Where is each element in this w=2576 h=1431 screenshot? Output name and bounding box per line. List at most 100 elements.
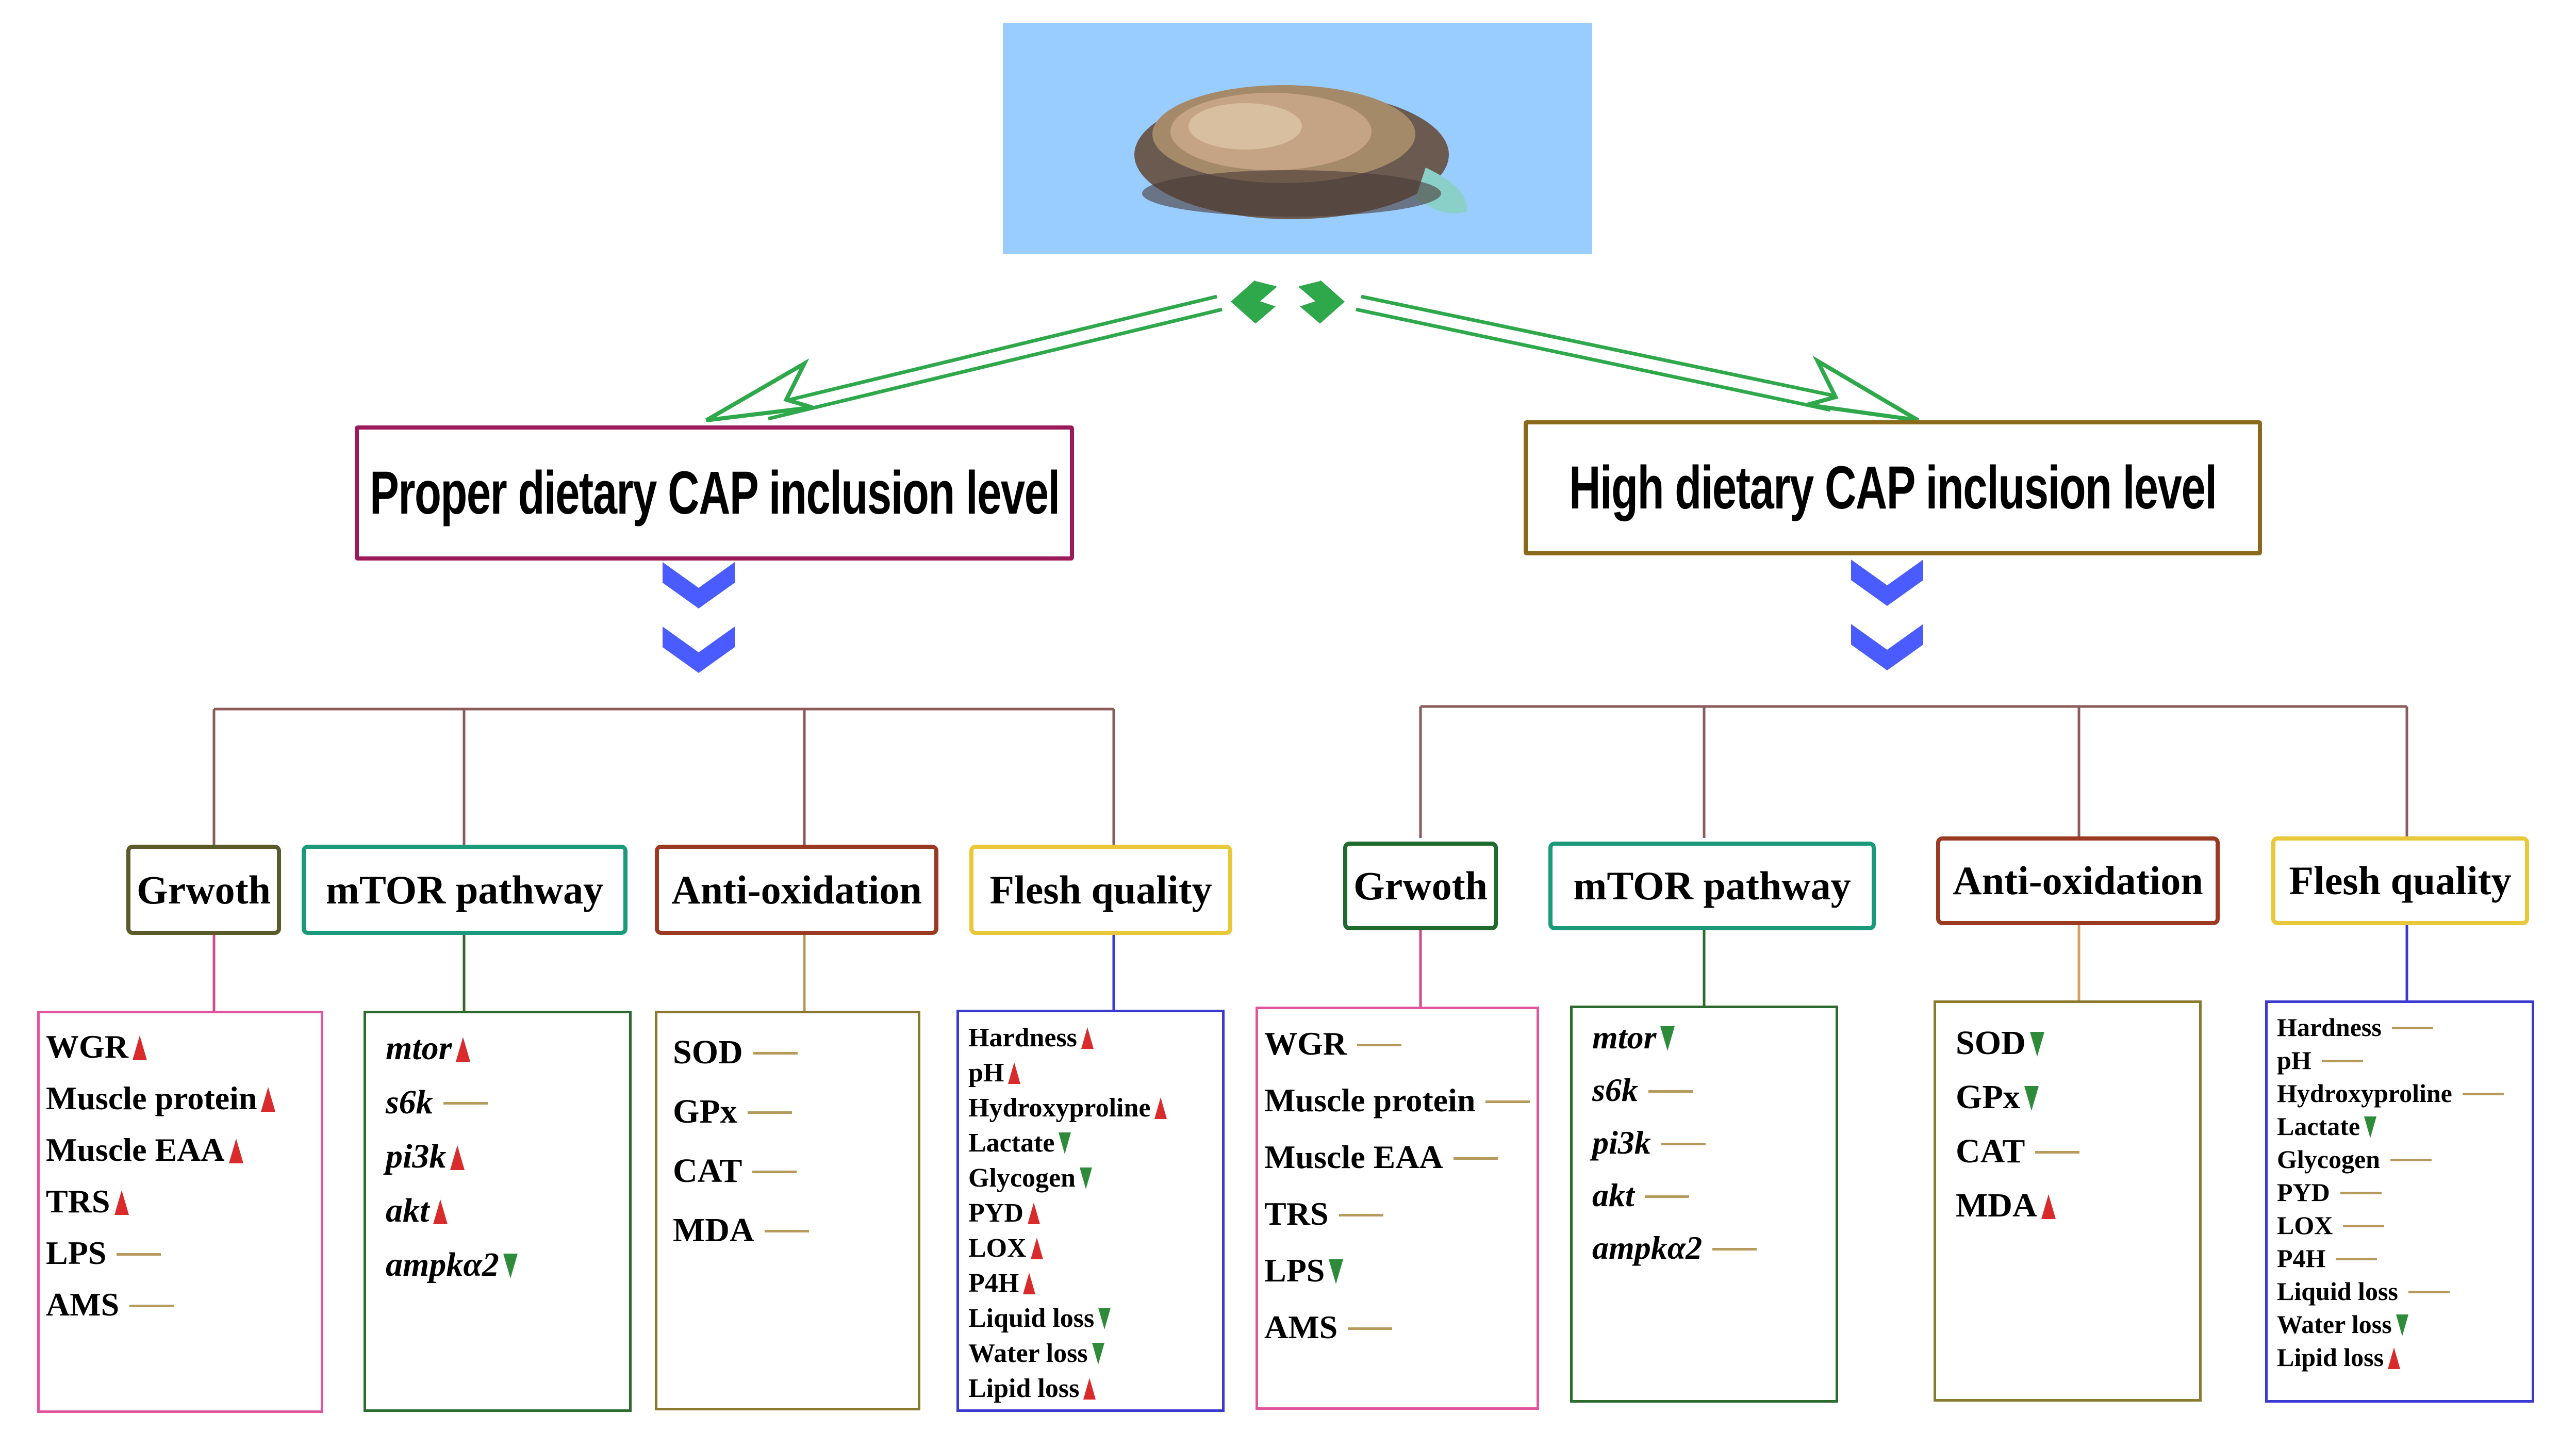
category-label: Grwoth: [1353, 863, 1488, 908]
category-label: Anti-oxidation: [671, 867, 922, 912]
proper-level-title: Proper dietary CAP inclusion level: [369, 459, 1060, 527]
increase-triangle-icon: [1081, 1027, 1094, 1049]
indicator-row: LPS: [1264, 1252, 1344, 1290]
indicator-row: mtor: [1592, 1018, 1675, 1057]
indicator-label: P4H: [2277, 1244, 2326, 1273]
indicator-label: Muscle EAA: [1264, 1139, 1443, 1175]
category-label: Flesh quality: [2289, 858, 2512, 903]
indicator-row: Lipid loss: [2277, 1342, 2401, 1372]
decrease-triangle-icon: [1098, 1308, 1111, 1330]
indicator-row: Hardness: [2277, 1012, 2433, 1042]
indicator-row: Muscle EAA: [46, 1131, 243, 1169]
decrease-triangle-icon: [1092, 1343, 1104, 1365]
decrease-triangle-icon: [1059, 1132, 1071, 1155]
indicator-row: Glycogen: [2277, 1144, 2432, 1174]
category-label: Grwoth: [137, 867, 271, 912]
no-change-dash-icon: [1453, 1157, 1498, 1160]
indicator-row: CAT: [1956, 1132, 2080, 1171]
indicator-label: pH: [2277, 1046, 2311, 1075]
indicator-label: AMS: [46, 1286, 120, 1323]
increase-triangle-icon: [2041, 1194, 2056, 1219]
no-change-dash-icon: [1339, 1213, 1383, 1216]
indicator-row: pH: [2277, 1045, 2363, 1075]
no-change-dash-icon: [2390, 1159, 2432, 1162]
increase-triangle-icon: [1030, 1238, 1043, 1260]
proper-level-title-box: Proper dietary CAP inclusion level: [355, 425, 1074, 561]
abalone-image: [1134, 85, 1467, 219]
decrease-triangle-icon: [1329, 1259, 1344, 1285]
no-change-dash-icon: [1357, 1043, 1401, 1046]
indicator-label: pi3k: [1592, 1124, 1651, 1161]
indicator-label: s6k: [1592, 1072, 1638, 1108]
indicator-label: Hydroxyproline: [2277, 1079, 2452, 1108]
indicator-label: WGR: [46, 1028, 128, 1065]
indicator-row: Lactate: [2277, 1111, 2377, 1141]
indicator-label: PYD: [968, 1198, 1023, 1228]
indicator-label: Hardness: [2277, 1013, 2382, 1042]
abalone-photo: [1003, 23, 1592, 254]
right-category-antioxidation: Anti-oxidation: [1936, 836, 2220, 925]
no-change-dash-icon: [1485, 1100, 1530, 1103]
indicator-label: LPS: [46, 1235, 107, 1271]
no-change-dash-icon: [764, 1230, 809, 1233]
indicator-row: ampkα2: [1592, 1229, 1757, 1267]
increase-triangle-icon: [1008, 1062, 1021, 1084]
indicator-row: Muscle protein: [46, 1079, 276, 1117]
chevron-down-icon: [663, 562, 735, 673]
decrease-triangle-icon: [2364, 1116, 2377, 1138]
no-change-dash-icon: [2336, 1258, 2377, 1261]
indicator-row: WGR: [1264, 1025, 1401, 1063]
indicator-row: P4H: [968, 1268, 1036, 1298]
left-category-flesh-quality: Flesh quality: [969, 845, 1232, 935]
indicator-row: ampkα2: [386, 1245, 518, 1285]
indicator-row: Liquid loss: [2277, 1276, 2450, 1306]
indicator-row: Hardness: [968, 1023, 1094, 1053]
indicator-row: s6k: [386, 1083, 488, 1122]
indicator-row: MDA: [1956, 1186, 2056, 1225]
decrease-triangle-icon: [1660, 1026, 1675, 1051]
indicator-label: LPS: [1264, 1252, 1325, 1289]
no-change-dash-icon: [2408, 1291, 2450, 1294]
indicator-label: pi3k: [386, 1138, 447, 1175]
indicator-row: PYD: [968, 1198, 1040, 1228]
indicator-label: GPx: [673, 1093, 737, 1130]
indicator-row: Muscle EAA: [1264, 1138, 1498, 1176]
no-change-dash-icon: [1661, 1142, 1706, 1145]
indicator-row: mtor: [386, 1029, 471, 1068]
indicator-label: mtor: [386, 1029, 452, 1067]
increase-triangle-icon: [261, 1087, 276, 1112]
indicator-label: TRS: [46, 1183, 110, 1220]
no-change-dash-icon: [1648, 1090, 1693, 1093]
no-change-dash-icon: [2321, 1060, 2363, 1063]
decrease-triangle-icon: [2396, 1314, 2408, 1336]
indicator-label: GPx: [1956, 1078, 2020, 1116]
no-change-dash-icon: [2391, 1027, 2433, 1030]
indicator-label: Glycogen: [2277, 1145, 2380, 1174]
increase-triangle-icon: [1027, 1203, 1040, 1225]
arrow-to-proper-level: [705, 280, 1277, 422]
indicator-label: CAT: [1956, 1132, 2025, 1170]
indicator-row: akt: [1592, 1176, 1689, 1214]
category-label: Anti-oxidation: [1953, 858, 2203, 903]
left-category-growth: Grwoth: [126, 845, 281, 935]
no-change-dash-icon: [2343, 1225, 2385, 1228]
increase-triangle-icon: [1023, 1273, 1036, 1295]
indicator-row: Hydroxyproline: [2277, 1078, 2504, 1108]
indicator-label: Liquid loss: [2277, 1277, 2398, 1306]
no-change-dash-icon: [117, 1253, 161, 1256]
indicator-label: Muscle protein: [1264, 1082, 1476, 1119]
right-category-growth: Grwoth: [1343, 842, 1498, 930]
indicator-label: Hardness: [968, 1023, 1077, 1052]
indicator-label: Water loss: [968, 1339, 1088, 1368]
right-category-flesh-quality: Flesh quality: [2271, 836, 2529, 925]
increase-triangle-icon: [228, 1139, 243, 1164]
decrease-triangle-icon: [503, 1253, 518, 1278]
indicator-row: pi3k: [386, 1137, 465, 1176]
indicator-row: LPS: [46, 1234, 161, 1272]
indicator-label: Water loss: [2277, 1310, 2392, 1339]
